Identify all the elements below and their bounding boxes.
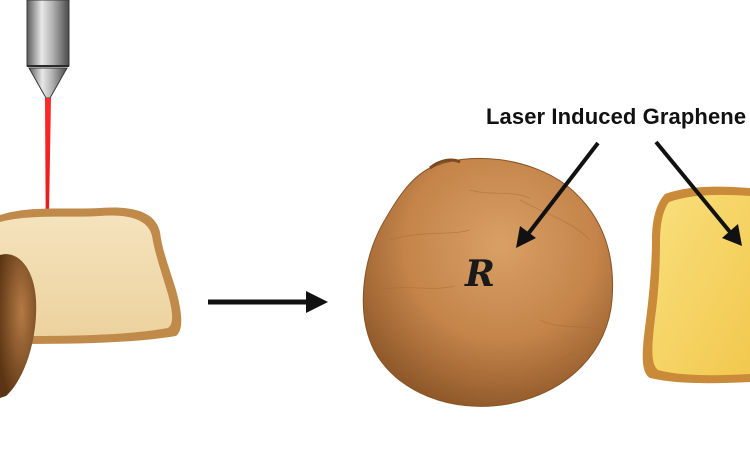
coconut-graphene-mark: R <box>464 253 495 295</box>
bread-slice-left <box>0 207 182 344</box>
coconut-left <box>0 254 37 398</box>
bread-slice-right <box>642 186 750 384</box>
pointer-arrow-coconut <box>516 141 600 248</box>
laser-nozzle-icon <box>26 0 70 99</box>
coconut-right <box>362 157 614 407</box>
pointer-arrow-bread <box>654 140 742 246</box>
process-arrow <box>208 291 328 313</box>
laser-induced-graphene-label: Laser Induced Graphene <box>486 104 747 129</box>
